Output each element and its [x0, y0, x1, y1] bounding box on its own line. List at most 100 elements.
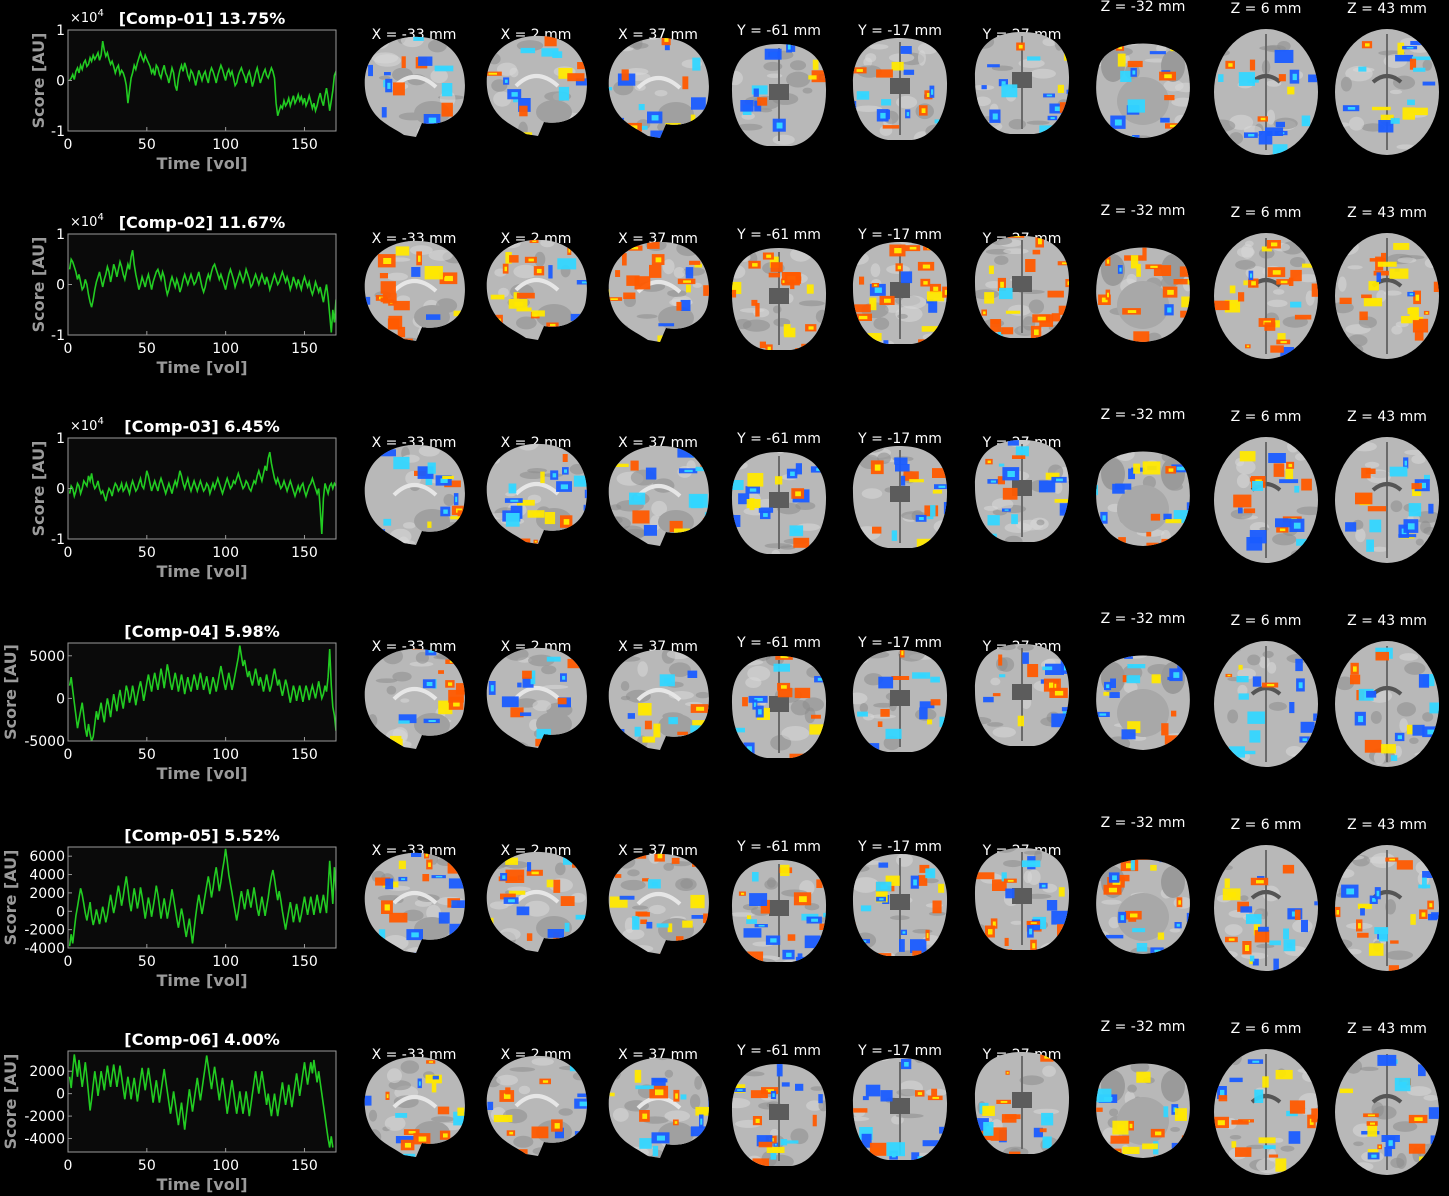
brain-fold — [1170, 1126, 1181, 1132]
negative-activation-patch — [691, 97, 706, 110]
activation-peak — [1000, 281, 1004, 288]
positive-activation-patch — [702, 518, 708, 528]
activation-map — [390, 648, 465, 748]
activation-map — [1233, 451, 1312, 551]
brain-fold — [610, 324, 629, 329]
positive-activation-patch — [918, 339, 931, 344]
positive-activation-patch — [609, 896, 628, 908]
brain-fold — [1130, 1063, 1150, 1073]
activation-peak — [1288, 463, 1293, 468]
brain-fold — [1160, 529, 1171, 545]
brain-fold — [1370, 711, 1382, 724]
positive-activation-patch — [637, 912, 650, 917]
activation-peak — [656, 1135, 665, 1141]
slice-label: Z = 43 mm — [1347, 817, 1427, 833]
negative-activation-patch — [804, 935, 821, 949]
positive-activation-patch — [880, 754, 885, 766]
positive-activation-patch — [640, 919, 648, 924]
negative-activation-patch — [1289, 702, 1295, 714]
brain-slice-4: Y = -61 mm — [731, 839, 827, 962]
brain-slice-6: Y = 27 mm — [974, 231, 1070, 338]
positive-activation-patch — [882, 125, 900, 129]
activation-peak — [525, 49, 532, 52]
brain-fold — [625, 128, 636, 135]
brain-fold — [673, 266, 686, 279]
brain-fold — [1096, 542, 1112, 546]
negative-activation-patch — [756, 1135, 773, 1147]
negative-activation-patch — [558, 86, 570, 101]
positive-activation-patch — [1118, 537, 1126, 546]
brain-fold — [695, 691, 709, 699]
positive-activation-patch — [397, 326, 406, 338]
positive-activation-patch — [1150, 513, 1161, 521]
brain-fold — [1383, 290, 1402, 296]
activation-peak — [748, 917, 750, 921]
brain-texture — [974, 237, 1070, 336]
brain-fold — [1339, 855, 1365, 861]
brain-fold — [392, 671, 412, 682]
brain-fold — [1129, 946, 1158, 954]
positive-activation-patch — [932, 489, 943, 494]
brain-fold — [540, 1150, 558, 1156]
brain-fold — [509, 67, 519, 78]
positive-activation-patch — [623, 292, 636, 300]
negative-activation-patch — [999, 674, 1006, 678]
positive-activation-patch — [553, 879, 561, 893]
activation-peak — [499, 1117, 508, 1121]
negative-activation-patch — [435, 540, 443, 545]
positive-activation-patch — [931, 1088, 938, 1098]
activation-peak — [629, 125, 638, 130]
positive-activation-patch — [1408, 1143, 1426, 1154]
plot-frame — [67, 642, 337, 742]
slice-label: X = -33 mm — [372, 435, 457, 451]
activation-peak — [987, 460, 991, 464]
ventricle — [890, 690, 910, 706]
negative-activation-patch — [943, 502, 948, 514]
activation-peak — [1096, 488, 1097, 493]
activation-peak — [816, 468, 825, 471]
negative-activation-patch — [894, 457, 908, 465]
positive-activation-patch — [809, 724, 827, 735]
slice-label: X = 37 mm — [618, 231, 698, 247]
activation-peak — [700, 1118, 703, 1125]
brain-fold — [1141, 642, 1150, 650]
activation-peak — [1277, 147, 1284, 154]
negative-activation-patch — [1007, 440, 1019, 446]
positive-activation-patch — [1057, 1142, 1070, 1154]
brain-slice-7: Z = -32 mm — [1096, 611, 1190, 750]
positive-activation-patch — [500, 893, 516, 900]
activation-peak — [880, 884, 888, 889]
brain-fold — [1396, 702, 1416, 717]
exponent-power: 4 — [97, 212, 103, 223]
activation-peak — [1434, 1138, 1439, 1142]
brain-fold — [1214, 49, 1230, 57]
negative-activation-patch — [1105, 934, 1124, 939]
corpus-callosum — [636, 892, 682, 906]
negative-activation-patch — [1411, 56, 1431, 61]
y-tick-label: -2000 — [24, 923, 65, 939]
brain-fold — [1335, 301, 1354, 314]
negative-activation-patch — [1238, 693, 1249, 700]
positive-activation-patch — [746, 951, 764, 962]
positive-activation-patch — [891, 61, 904, 71]
positive-activation-patch — [505, 1087, 511, 1095]
positive-activation-patch — [759, 341, 766, 349]
activation-peak — [1129, 1123, 1133, 1129]
positive-activation-patch — [615, 270, 621, 277]
negative-activation-patch — [704, 512, 709, 523]
activation-peak — [657, 853, 663, 859]
brain-fold — [1390, 500, 1403, 513]
brain-fold — [612, 1063, 622, 1080]
brain-fold — [1259, 45, 1281, 51]
positive-activation-patch — [516, 132, 533, 136]
negative-activation-patch — [885, 728, 902, 739]
positive-activation-patch — [1357, 932, 1369, 938]
brain-fold — [1128, 34, 1143, 38]
cerebellum — [414, 713, 450, 737]
y-axis-label: Score [AU] — [1, 1054, 20, 1150]
positive-activation-patch — [1414, 330, 1424, 341]
positive-activation-patch — [1155, 953, 1164, 954]
positive-activation-patch — [757, 97, 768, 106]
activation-peak — [664, 677, 672, 684]
